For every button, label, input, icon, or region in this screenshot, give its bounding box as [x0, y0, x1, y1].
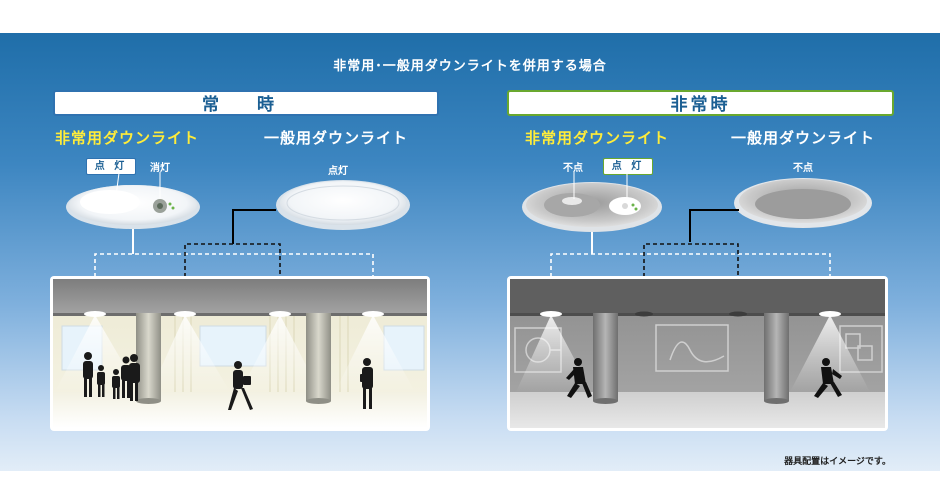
emergency-general-downlight-label: 一般用ダウンライト [731, 129, 876, 147]
emergency-tag-off: 不点 [563, 163, 583, 174]
emergency-emergency-downlight-label: 非常用ダウンライト [525, 129, 670, 147]
mode-emergency-header: 非常時 [507, 90, 894, 116]
normal-tag-on: 点 灯 [86, 158, 136, 175]
normal-general-downlight-label: 一般用ダウンライト [264, 129, 409, 147]
normal-emergency-downlight [66, 185, 200, 229]
emergency-corridor-scene [507, 276, 888, 431]
emergency-tag-general: 不点 [793, 163, 813, 174]
page-title: 非常用･一般用ダウンライトを併用する場合 [333, 59, 607, 74]
normal-tag-general: 点灯 [328, 166, 348, 177]
normal-tag-off: 消灯 [150, 163, 170, 174]
emergency-tag-on: 点 灯 [603, 158, 653, 175]
emergency-general-downlight [734, 178, 872, 228]
emergency-emergency-downlight [522, 182, 662, 232]
normal-general-downlight [276, 180, 410, 230]
normal-emergency-downlight-label: 非常用ダウンライト [55, 129, 200, 147]
mode-normal-header: 常 時 [53, 90, 439, 116]
normal-corridor-scene [50, 276, 430, 431]
disclaimer-note: 器具配置はイメージです。 [784, 457, 891, 467]
normal-tag-on-leader [115, 172, 120, 197]
